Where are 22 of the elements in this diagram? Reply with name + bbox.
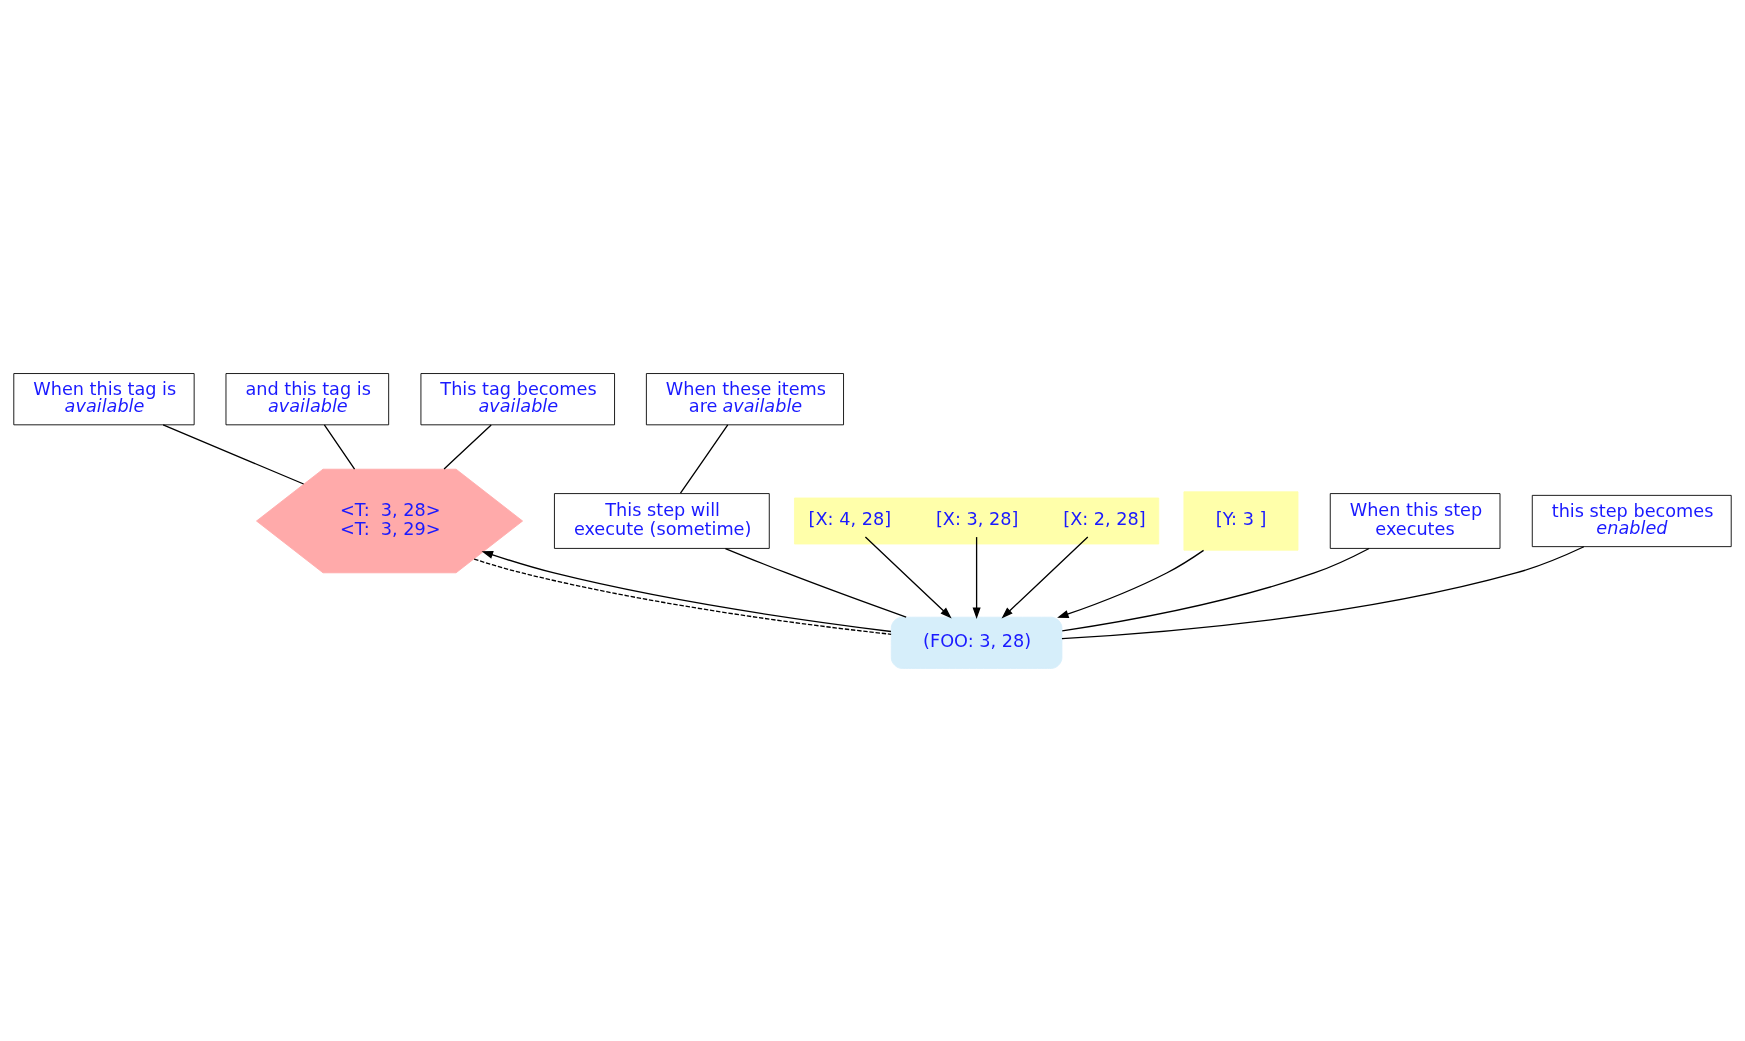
node-box: When these items are available bbox=[645, 372, 844, 425]
node-text: [X: 2, 28] bbox=[1063, 508, 1146, 529]
arrow bbox=[1057, 549, 1205, 618]
node-text: [X: 4, 28] bbox=[808, 508, 892, 529]
connector bbox=[162, 423, 305, 485]
connector bbox=[1061, 545, 1585, 639]
connector bbox=[1061, 547, 1370, 632]
node-text: [X: 3, 28] bbox=[935, 508, 1019, 529]
connector bbox=[323, 423, 356, 470]
node-box: This step will execute (sometime) bbox=[554, 492, 770, 549]
node-box: this step becomes enabled bbox=[1531, 494, 1732, 547]
node-box: This tag becomes available bbox=[420, 372, 615, 425]
connector bbox=[443, 423, 492, 470]
node-box: [Y: 3 ] bbox=[1183, 490, 1299, 551]
cluster bbox=[794, 497, 1160, 544]
node-box: When this step executes bbox=[1329, 492, 1501, 549]
node-box: When this tag is available bbox=[13, 372, 195, 425]
node-box: (FOO: 3, 28) bbox=[890, 616, 1063, 669]
node-box: and this tag is available bbox=[225, 372, 390, 425]
connector bbox=[724, 547, 907, 618]
connector bbox=[679, 423, 729, 494]
arrow bbox=[972, 535, 981, 619]
